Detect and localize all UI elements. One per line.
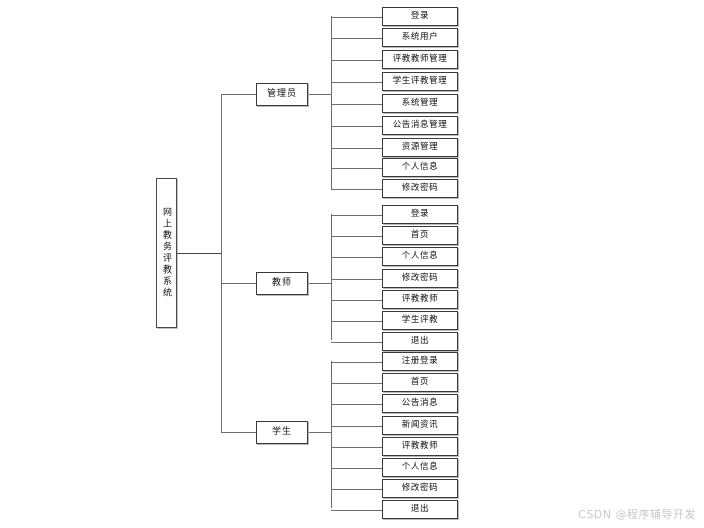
leaf-teacher-3-label: 个人信息 (401, 251, 439, 262)
leaf-teacher-6-label: 学生评教 (401, 315, 439, 326)
leaf-teacher-2-label: 首页 (410, 230, 430, 241)
connector-stub (331, 279, 382, 280)
leaf-student-3-label: 公告消息 (401, 398, 439, 409)
connector-stub (331, 426, 382, 427)
leaf-admin-2-label: 系统用户 (401, 32, 439, 43)
connector-stub (331, 383, 382, 384)
leaf-admin-9[interactable]: 修改密码 (382, 179, 458, 198)
leaf-student-1[interactable]: 注册登录 (382, 352, 458, 371)
connector-stub (331, 404, 382, 405)
leaf-admin-3-label: 评教教师管理 (392, 54, 448, 65)
branch-node-admin-label: 管理员 (266, 89, 297, 99)
connector-stub (331, 168, 382, 169)
connector-trunk-to-student (221, 432, 256, 433)
subtrunk-student (331, 361, 332, 508)
leaf-teacher-4-label: 修改密码 (401, 273, 439, 284)
leaf-student-3[interactable]: 公告消息 (382, 394, 458, 413)
leaf-admin-6[interactable]: 公告消息管理 (382, 116, 458, 135)
subtrunk-admin (331, 16, 332, 189)
leaf-admin-5[interactable]: 系统管理 (382, 94, 458, 113)
leaf-student-8[interactable]: 退出 (382, 500, 458, 519)
connector-stub (331, 126, 382, 127)
leaf-student-2-label: 首页 (410, 377, 430, 388)
leaf-student-8-label: 退出 (410, 504, 430, 515)
connector-student-to-subtrunk (309, 432, 332, 433)
leaf-teacher-7-label: 退出 (410, 336, 430, 347)
leaf-teacher-4[interactable]: 修改密码 (382, 269, 458, 288)
connector-stub (331, 468, 382, 469)
leaf-student-4-label: 新闻资讯 (401, 420, 439, 431)
leaf-teacher-1[interactable]: 登录 (382, 205, 458, 224)
leaf-admin-5-label: 系统管理 (401, 98, 439, 109)
connector-stub (331, 189, 382, 190)
connector-teacher-to-subtrunk (309, 283, 332, 284)
leaf-teacher-7[interactable]: 退出 (382, 332, 458, 351)
leaf-admin-6-label: 公告消息管理 (392, 120, 448, 131)
leaf-admin-1-label: 登录 (410, 11, 430, 22)
connector-root-to-trunk (177, 253, 222, 254)
connector-stub (331, 362, 382, 363)
leaf-admin-4[interactable]: 学生评教管理 (382, 72, 458, 91)
connector-stub (331, 236, 382, 237)
root-node-label: 网上教务评教系统 (161, 207, 171, 299)
connector-admin-to-subtrunk (309, 94, 332, 95)
subtrunk-teacher (331, 214, 332, 340)
leaf-student-4[interactable]: 新闻资讯 (382, 416, 458, 435)
leaf-admin-9-label: 修改密码 (401, 183, 439, 194)
connector-stub (331, 447, 382, 448)
leaf-student-7-label: 修改密码 (401, 483, 439, 494)
connector-stub (331, 489, 382, 490)
branch-node-student[interactable]: 学生 (256, 421, 308, 444)
leaf-teacher-2[interactable]: 首页 (382, 226, 458, 245)
leaf-admin-8-label: 个人信息 (401, 162, 439, 173)
connector-stub (331, 82, 382, 83)
connector-stub (331, 342, 382, 343)
leaf-teacher-5[interactable]: 评教教师 (382, 290, 458, 309)
leaf-admin-8[interactable]: 个人信息 (382, 158, 458, 177)
leaf-teacher-3[interactable]: 个人信息 (382, 247, 458, 266)
leaf-teacher-5-label: 评教教师 (401, 294, 439, 305)
connector-stub (331, 17, 382, 18)
leaf-admin-3[interactable]: 评教教师管理 (382, 50, 458, 69)
branch-node-student-label: 学生 (271, 427, 292, 437)
leaf-admin-7-label: 资源管理 (401, 142, 439, 153)
leaf-student-7[interactable]: 修改密码 (382, 479, 458, 498)
connector-stub (331, 38, 382, 39)
connector-stub (331, 104, 382, 105)
leaf-student-5[interactable]: 评教教师 (382, 437, 458, 456)
leaf-admin-2[interactable]: 系统用户 (382, 28, 458, 47)
leaf-teacher-6[interactable]: 学生评教 (382, 311, 458, 330)
leaf-student-1-label: 注册登录 (401, 356, 439, 367)
connector-main-trunk (221, 94, 222, 433)
connector-stub (331, 257, 382, 258)
leaf-admin-1[interactable]: 登录 (382, 7, 458, 26)
branch-node-teacher-label: 教师 (271, 278, 292, 288)
branch-node-admin[interactable]: 管理员 (256, 83, 308, 106)
connector-trunk-to-admin (221, 94, 256, 95)
leaf-teacher-1-label: 登录 (410, 209, 430, 220)
leaf-student-5-label: 评教教师 (401, 441, 439, 452)
connector-stub (331, 60, 382, 61)
root-node-system[interactable]: 网上教务评教系统 (156, 178, 177, 328)
leaf-admin-4-label: 学生评教管理 (392, 76, 448, 87)
connector-stub (331, 148, 382, 149)
connector-trunk-to-teacher (221, 283, 256, 284)
csdn-watermark: CSDN @程序辅导开发 (578, 508, 696, 521)
connector-stub (331, 510, 382, 511)
branch-node-teacher[interactable]: 教师 (256, 272, 308, 295)
connector-stub (331, 300, 382, 301)
connector-stub (331, 215, 382, 216)
leaf-student-6[interactable]: 个人信息 (382, 458, 458, 477)
connector-stub (331, 321, 382, 322)
leaf-student-2[interactable]: 首页 (382, 373, 458, 392)
leaf-admin-7[interactable]: 资源管理 (382, 138, 458, 157)
leaf-student-6-label: 个人信息 (401, 462, 439, 473)
